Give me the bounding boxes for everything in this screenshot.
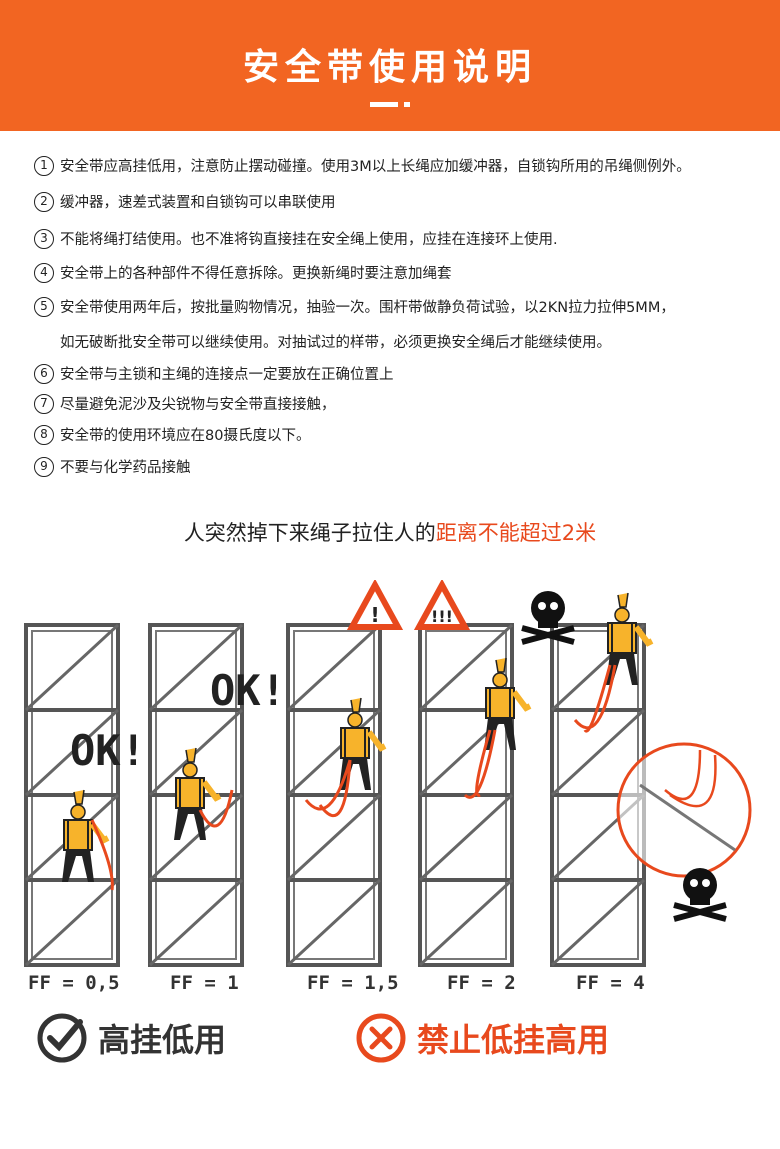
rule-number: 7 — [34, 393, 54, 414]
rule-continuation: 如无破断批安全带可以继续使用。对抽试过的样带，必须更换安全绳后才能继续使用。 — [60, 331, 611, 352]
rule-text: 安全带与主锁和主绳的连接点一定要放在正确位置上 — [60, 367, 394, 383]
correct-usage-label: 高挂低用 — [98, 1021, 227, 1059]
rule-text: 安全带使用两年后，按批量购物情况，抽验一次。围杆带做静负荷试验，以2KN拉力拉伸… — [60, 300, 675, 316]
header-banner: 安全带使用说明 — [0, 0, 780, 131]
rule-item: 4 安全带上的各种部件不得任意拆除。更换新绳时要注意加绳套 — [34, 262, 452, 283]
warning-icon — [346, 580, 404, 630]
warning-badge: !!! — [431, 607, 453, 626]
ff-label: FF = 1,5 — [307, 972, 399, 994]
ff-label: FF = 0,5 — [28, 972, 120, 994]
ff-label: FF = 1 — [170, 972, 239, 994]
rule-number: 2 — [34, 191, 54, 212]
rule-item: 5 安全带使用两年后，按批量购物情况，抽验一次。围杆带做静负荷试验，以2KN拉力拉… — [34, 296, 675, 317]
rule-text: 缓冲器，速差式装置和自锁钩可以串联使用 — [60, 195, 336, 211]
rule-item: 2 缓冲器，速差式装置和自锁钩可以串联使用 — [34, 191, 336, 212]
rule-text: 安全带上的各种部件不得任意拆除。更换新绳时要注意加绳套 — [60, 266, 452, 282]
rule-number: 6 — [34, 363, 54, 384]
rule-item: 9 不要与化学药品接触 — [34, 456, 191, 477]
rule-number: 8 — [34, 424, 54, 445]
fall-factor-illustration: OK! OK! ! !!! — [24, 580, 752, 967]
detail-magnifier — [616, 742, 752, 878]
rule-text: 不要与化学药品接触 — [60, 460, 191, 476]
warning-badge: ! — [370, 603, 379, 627]
rule-text: 尽量避免泥沙及尖锐物与安全带直接接触， — [60, 397, 336, 413]
ff-label: FF = 2 — [447, 972, 516, 994]
rule-item: 8 安全带的使用环境应在80摄氏度以下。 — [34, 424, 310, 445]
cross-circle-icon — [356, 1013, 406, 1063]
rule-number: 5 — [34, 296, 54, 317]
rule-item: 6 安全带与主锁和主绳的连接点一定要放在正确位置上 — [34, 363, 394, 384]
skull-icon — [522, 591, 574, 642]
ok-badge: OK! — [210, 666, 286, 715]
rule-text: 安全带的使用环境应在80摄氏度以下。 — [60, 428, 311, 444]
heading-text: 人突然掉下来绳子拉住人的 — [183, 521, 436, 545]
scene-ff-2: !!! — [413, 580, 530, 967]
title-underline — [370, 102, 398, 107]
scene-ff-0-5: OK! — [24, 623, 146, 967]
rule-text: 不能将绳打结使用。也不准将钩直接挂在安全绳上使用，应挂在连接环上使用. — [60, 232, 558, 248]
rule-number: 4 — [34, 262, 54, 283]
rule-item: 1 安全带应高挂低用，注意防止摆动碰撞。使用3M以上长绳应加缓冲器，自锁钩所用的吊… — [34, 155, 691, 176]
wrong-usage-label: 禁止低挂高用 — [417, 1021, 610, 1059]
title-underline-dot — [404, 102, 410, 107]
fall-distance-heading: 人突然掉下来绳子拉住人的距离不能超过2米 — [0, 517, 780, 547]
rule-item: 3 不能将绳打结使用。也不准将钩直接挂在安全绳上使用，应挂在连接环上使用. — [34, 228, 558, 249]
scene-ff-4 — [522, 591, 752, 967]
rule-text: 安全带应高挂低用，注意防止摆动碰撞。使用3M以上长绳应加缓冲器，自锁钩所用的吊绳… — [60, 159, 691, 175]
ff-label: FF = 4 — [576, 972, 645, 994]
rule-number: 9 — [34, 456, 54, 477]
ok-badge: OK! — [70, 726, 146, 775]
rule-item: 7 尽量避免泥沙及尖锐物与安全带直接接触， — [34, 393, 336, 414]
wrong-usage: 禁止低挂高用 — [355, 1008, 609, 1068]
rule-text: 如无破断批安全带可以继续使用。对抽试过的样带，必须更换安全绳后才能继续使用。 — [60, 335, 611, 351]
rule-number: 3 — [34, 228, 54, 249]
scene-ff-1: OK! — [148, 623, 286, 967]
heading-highlight: 距离不能超过2米 — [435, 521, 597, 545]
rule-number: 1 — [34, 155, 54, 176]
scene-ff-1-5: ! — [286, 580, 404, 967]
check-circle-icon — [37, 1013, 87, 1063]
correct-usage: 高挂低用 — [36, 1008, 226, 1068]
warning-icon — [413, 580, 471, 630]
page-title: 安全带使用说明 — [242, 47, 537, 88]
